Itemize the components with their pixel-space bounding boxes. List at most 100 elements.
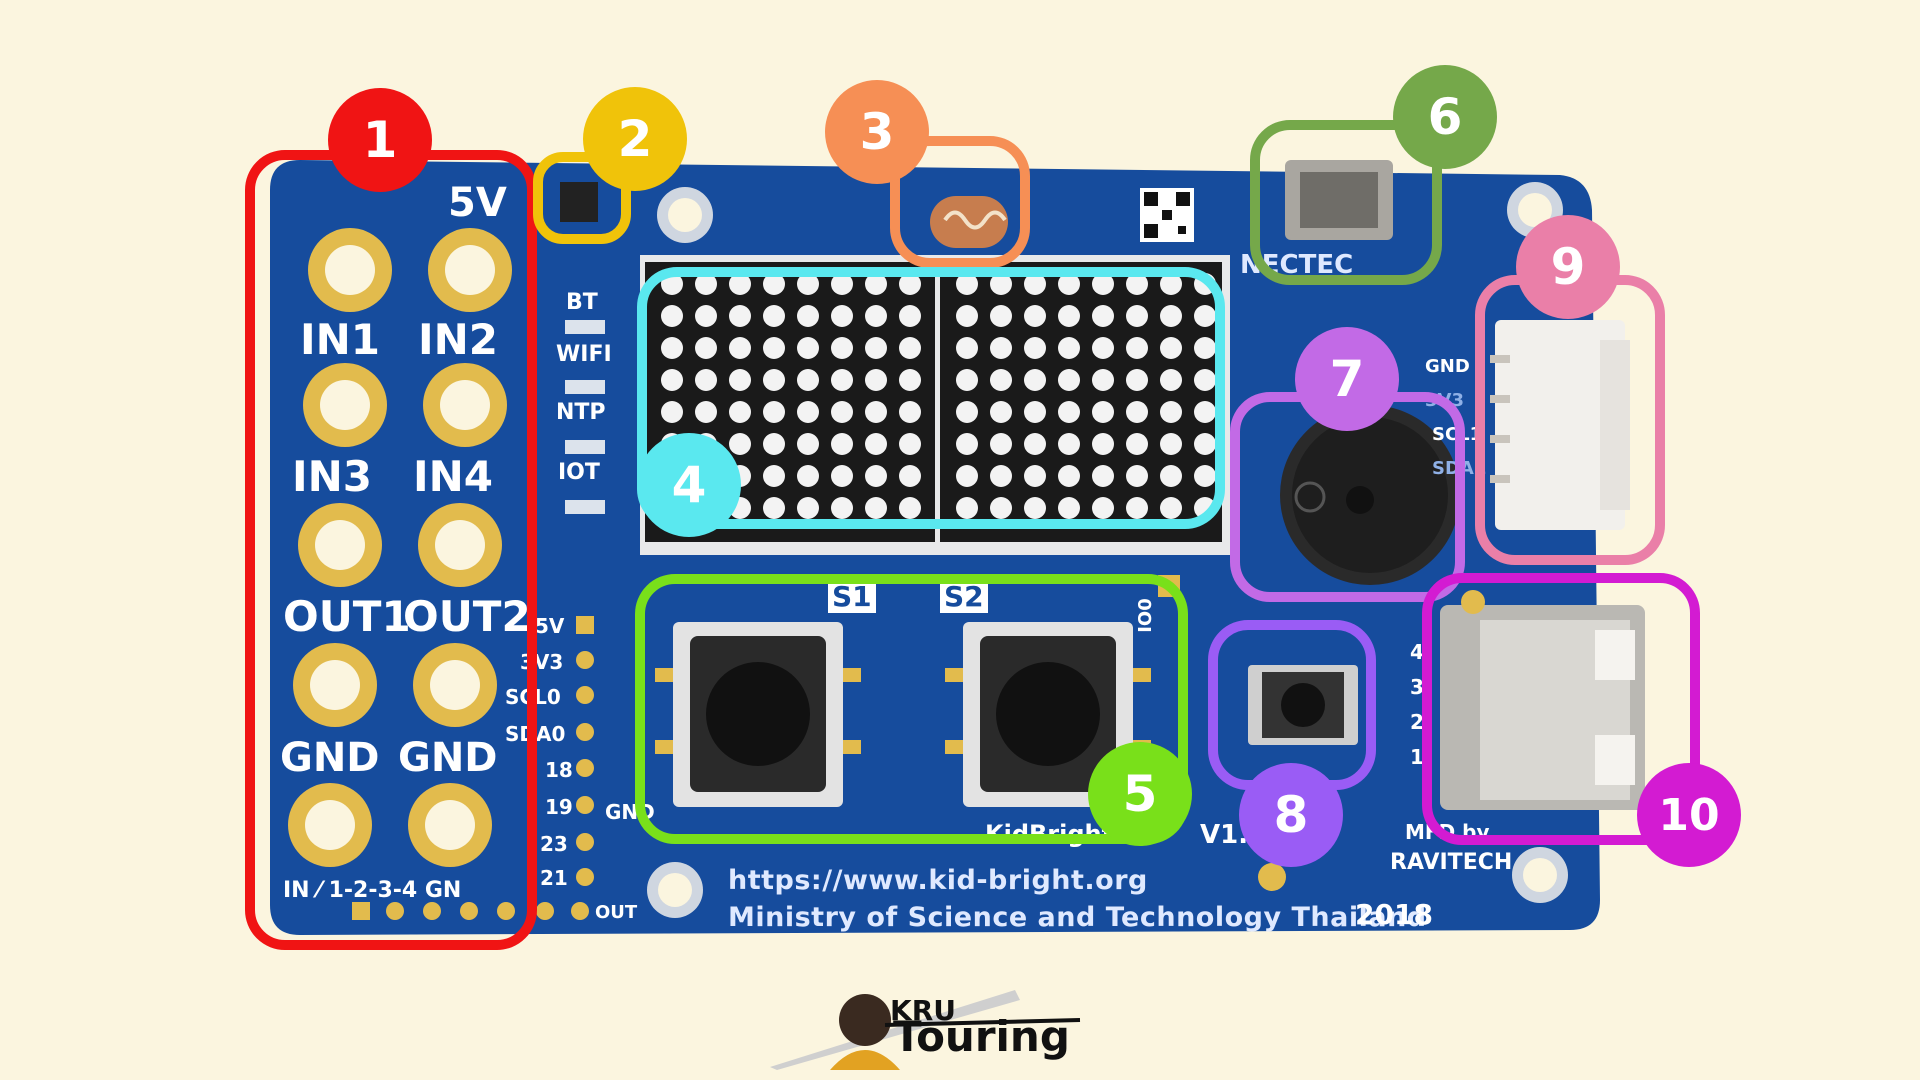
matrix-led: [1126, 369, 1148, 391]
matrix-led: [1092, 465, 1114, 487]
label-s2: S2: [940, 580, 988, 613]
matrix-led: [956, 337, 978, 359]
matrix-led: [763, 497, 785, 519]
matrix-led: [695, 337, 717, 359]
board-year: 2018: [1355, 898, 1433, 931]
matrix-led: [763, 369, 785, 391]
matrix-led: [797, 465, 819, 487]
matrix-led: [1092, 337, 1114, 359]
logo-touring: Touring: [893, 1012, 1070, 1061]
callout-badge-8: 8: [1239, 763, 1343, 867]
matrix-led: [865, 273, 887, 295]
board-url: https://www.kid-bright.org: [728, 865, 1148, 896]
matrix-led: [1126, 465, 1148, 487]
status-led-iot: IOT: [558, 460, 600, 485]
matrix-led: [1160, 465, 1182, 487]
frame-5-buttons: [635, 574, 1188, 844]
label-out2: OUT2: [403, 592, 531, 641]
matrix-led: [797, 337, 819, 359]
label-5v: 5V: [448, 180, 507, 226]
matrix-led: [1092, 401, 1114, 423]
label-out: OUT: [595, 902, 638, 923]
matrix-led: [899, 369, 921, 391]
matrix-led: [729, 337, 751, 359]
matrix-led: [695, 305, 717, 327]
frame-1-io-header: [245, 150, 537, 950]
matrix-led: [1092, 273, 1114, 295]
matrix-led: [729, 305, 751, 327]
matrix-led: [1024, 273, 1046, 295]
matrix-led: [990, 273, 1012, 295]
matrix-led: [1194, 433, 1216, 455]
label-in1: IN1: [300, 315, 381, 364]
matrix-led: [990, 465, 1012, 487]
matrix-led: [1160, 369, 1182, 391]
matrix-led: [763, 433, 785, 455]
matrix-led: [1024, 497, 1046, 519]
matrix-led: [1058, 465, 1080, 487]
matrix-led: [1194, 369, 1216, 391]
frame-6-micro-usb: [1250, 120, 1442, 285]
matrix-led: [1024, 369, 1046, 391]
matrix-led: [797, 433, 819, 455]
matrix-led: [990, 337, 1012, 359]
callout-badge-4: 4: [637, 433, 741, 537]
temperature-sensor-ic: [560, 182, 598, 222]
matrix-led: [1126, 305, 1148, 327]
pin-18: 18: [545, 758, 573, 782]
frame-2-temp-sensor: [533, 152, 631, 244]
matrix-led: [1024, 305, 1046, 327]
matrix-led: [831, 273, 853, 295]
pin-23: 23: [540, 832, 568, 856]
matrix-led: [899, 401, 921, 423]
matrix-led: [729, 273, 751, 295]
status-led-bt: BT: [566, 290, 598, 315]
matrix-led: [956, 401, 978, 423]
reset-button-cap: [1281, 683, 1325, 727]
matrix-led: [763, 465, 785, 487]
matrix-led: [1160, 305, 1182, 327]
callout-badge-9: 9: [1516, 215, 1620, 319]
matrix-led: [956, 465, 978, 487]
logo-kru: KRU: [890, 994, 956, 1027]
matrix-led: [990, 497, 1012, 519]
matrix-led: [729, 433, 751, 455]
matrix-led: [1194, 305, 1216, 327]
matrix-led: [1194, 337, 1216, 359]
matrix-led: [1126, 497, 1148, 519]
matrix-led: [865, 305, 887, 327]
matrix-led: [1058, 433, 1080, 455]
matrix-led: [1024, 401, 1046, 423]
matrix-led: [956, 273, 978, 295]
matrix-led: [763, 401, 785, 423]
matrix-led: [899, 305, 921, 327]
matrix-led: [865, 401, 887, 423]
matrix-led: [763, 305, 785, 327]
callout-badge-10: 10: [1637, 763, 1741, 867]
board-maker: RAVITECH: [1390, 850, 1513, 875]
matrix-led: [1160, 497, 1182, 519]
board-ministry: Ministry of Science and Technology Thail…: [728, 902, 1427, 933]
matrix-led: [1092, 369, 1114, 391]
pin-21: 21: [540, 866, 568, 890]
matrix-led: [1160, 273, 1182, 295]
matrix-led: [899, 433, 921, 455]
matrix-led: [661, 369, 683, 391]
label-in3: IN3: [292, 452, 373, 501]
matrix-led: [1160, 401, 1182, 423]
matrix-led: [763, 337, 785, 359]
matrix-led: [899, 273, 921, 295]
frame-3-light-sensor: [890, 136, 1030, 268]
matrix-led: [695, 401, 717, 423]
matrix-led: [797, 273, 819, 295]
matrix-led: [831, 433, 853, 455]
matrix-led: [729, 401, 751, 423]
button-s1-cap: [706, 662, 810, 766]
matrix-led: [1024, 465, 1046, 487]
label-header-bottom: IN ⁄ 1-2-3-4 GN: [283, 878, 462, 903]
matrix-led: [1058, 369, 1080, 391]
matrix-led: [1126, 401, 1148, 423]
matrix-led: [1126, 337, 1148, 359]
matrix-led: [831, 305, 853, 327]
matrix-led: [1092, 497, 1114, 519]
